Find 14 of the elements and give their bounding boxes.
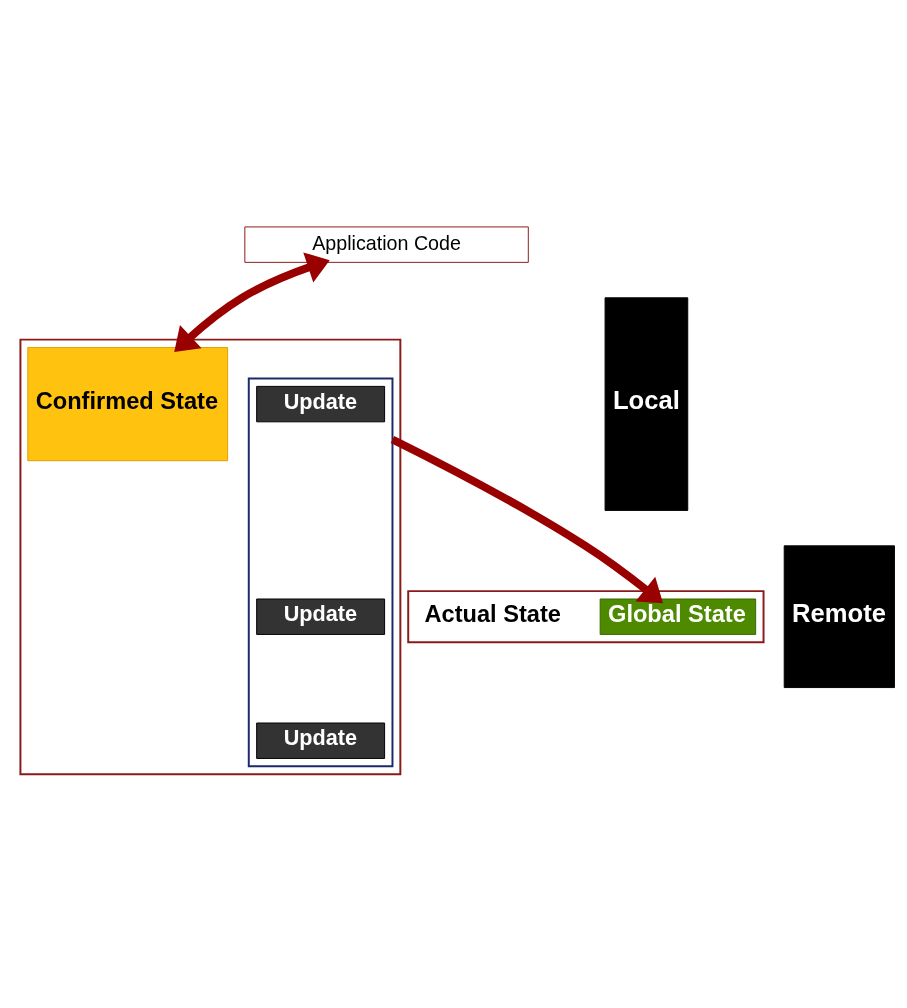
label: Actual State bbox=[424, 600, 561, 627]
node-box: Update bbox=[256, 598, 386, 635]
node-box: Application Code bbox=[244, 225, 529, 263]
cluster bbox=[19, 338, 402, 775]
cluster bbox=[407, 589, 765, 643]
node-box: Confirmed State bbox=[27, 346, 229, 461]
node-box: Local bbox=[604, 296, 689, 511]
node-box: Update bbox=[256, 722, 386, 759]
arrow bbox=[390, 435, 663, 603]
node-box: Global State bbox=[599, 598, 757, 635]
node-box: Update bbox=[256, 385, 386, 422]
node-box: Remote bbox=[783, 544, 895, 688]
cluster bbox=[247, 377, 394, 767]
arrow bbox=[174, 251, 330, 352]
